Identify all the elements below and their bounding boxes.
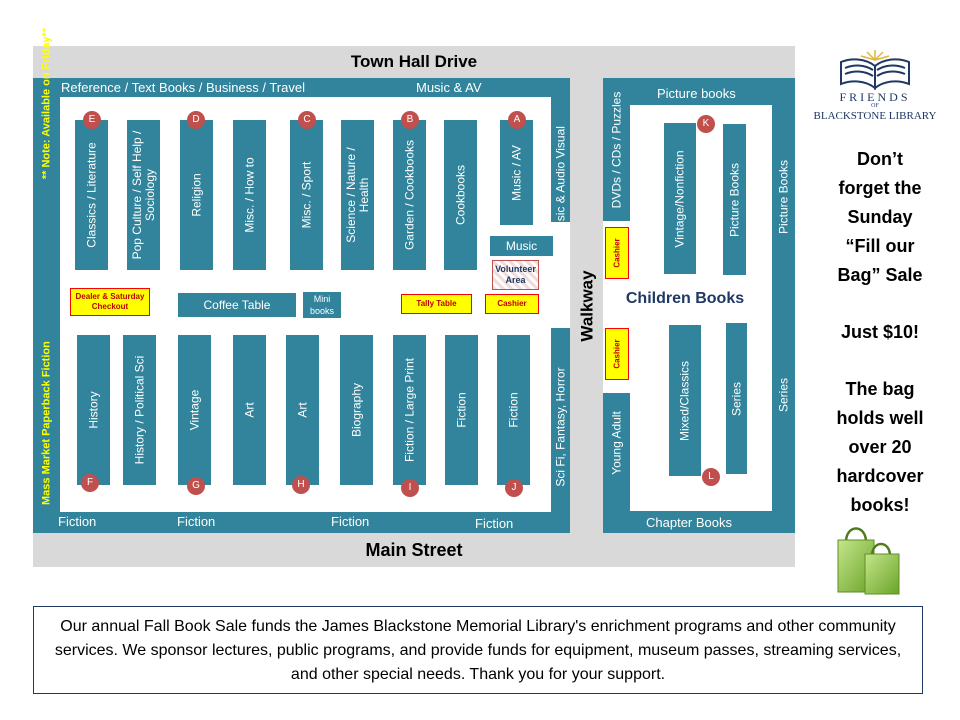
shelf-art-1: Art [233,335,266,485]
friends-logo: FRIENDS OF BLACKSTONE LIBRARY [800,48,950,128]
logo-of: OF [871,103,879,109]
shelf-misc-sport: Misc. / Sport [290,120,323,270]
tally-table: Tally Table [401,294,472,314]
badge-f: F [81,474,99,492]
badge-e: E [83,111,101,129]
badge-j: J [505,479,523,497]
promo-line-4: “Fill our [845,236,915,256]
shelf-misc-how-to: Misc. / How to [233,120,266,270]
children-left-wall-top: DVDs / CDs / Puzzles [603,78,630,221]
shopping-bag-icon [837,527,900,595]
badge-k: K [697,115,715,133]
town-hall-drive-label: Town Hall Drive [350,52,478,71]
dvds-label: DVDs / CDs / Puzzles [609,91,623,209]
town-hall-drive: Town Hall Drive [33,46,795,78]
shelf-fiction-2: Fiction [497,335,530,485]
shelf-biography: Biography [340,335,373,485]
main-room-top-wall: Reference / Text Books / Business / Trav… [33,78,570,97]
fiction-edge-2: Fiction [177,514,216,529]
promo-line-5: Bag” Sale [837,265,923,285]
picture-books-top-label: Picture books [657,86,736,101]
badge-a: A [508,111,526,129]
reference-label: Reference / Text Books / Business / Trav… [61,80,305,95]
badge-c: C [298,111,316,129]
shelf-vintage-nonfiction: Vintage/Nonfiction [664,123,696,274]
shelf-religion: Religion [180,120,213,270]
fiction-edge-4: Fiction [475,516,514,531]
badge-d: D [187,111,205,129]
shelf-history: History [77,335,110,485]
badge-i: I [401,479,419,497]
badge-g: G [187,477,205,495]
shelf-pop-culture: Pop Culture / Self Help / Sociology [127,120,160,270]
walkway-label: Walkway [577,269,596,342]
volunteer-area: Volunteer Area [492,260,539,290]
footer-text: Our annual Fall Book Sale funds the Jame… [54,618,902,683]
children-cashier-top: Cashier [605,227,629,279]
badge-h: H [292,476,310,494]
footer-box: Our annual Fall Book Sale funds the Jame… [33,606,923,694]
children-books-title: Children Books [625,290,745,307]
promo-line-10: books! [850,495,910,515]
series-right-label: Series [776,377,790,413]
promo-line-2: forget the [838,178,922,198]
shelf-art-2: Art [286,335,319,485]
promo-line-9: hardcover [836,466,924,486]
shelf-fiction-1: Fiction [445,335,478,485]
children-right-wall: Picture Books Series [772,78,795,533]
main-room-divider [551,222,570,328]
shelf-vintage: Vintage [178,335,211,485]
mass-market-text: Mass Market Paperback Fiction [40,340,52,505]
fiction-edge-3: Fiction [331,514,370,529]
fiction-edge-1: Fiction [58,514,97,529]
shelf-cookbooks: Cookbooks [444,120,477,270]
shelf-series: Series [726,323,747,474]
friday-note: ** Note: Available on Friday** [40,27,52,179]
main-room-bottom-wall: Fiction Fiction Fiction Fiction [33,512,570,533]
dealer-checkout: Dealer & Saturday Checkout [70,288,150,316]
mini-books: Mini books [303,292,341,318]
promo-line-7: holds well [836,408,924,428]
music-av-label: Music & AV [416,80,482,95]
shelf-mixed-classics: Mixed/Classics [669,325,701,476]
shelf-fiction-large-print: Fiction / Large Print [393,335,426,485]
coffee-table: Coffee Table [178,293,296,317]
shelf-science: Science / Nature / Health [341,120,374,270]
main-street: Main Street [33,533,795,567]
shelf-picture-books: Picture Books [723,124,746,275]
shelf-history-political: History / Political Sci [123,335,156,485]
fill-our-bag-promo: Don’t forget the Sunday “Fill our Bag” S… [805,145,955,520]
mass-market-label: Mass Market Paperback Fiction ** Note: A… [40,27,53,505]
picture-books-right-label: Picture Books [776,159,790,235]
shelf-classics: Classics / Literature [75,120,108,270]
promo-line-3: Sunday [847,207,913,227]
music-table: Music [490,236,553,256]
children-top-wall: Picture books [603,78,795,105]
shelf-music-av: Music / AV [500,120,533,225]
children-cashier-bottom: Cashier [605,328,629,380]
cashier-main: Cashier [485,294,539,314]
children-bottom-wall: Chapter Books [603,511,795,533]
shelf-garden: Garden / Cookbooks [393,120,426,270]
open-book-icon [840,50,910,90]
badge-b: B [401,111,419,129]
promo-line-6: The bag [845,379,915,399]
promo-line-1: Don’t [857,149,903,169]
main-street-label: Main Street [365,540,463,560]
logo-friends: FRIENDS [839,90,911,104]
promo-price: Just $10! [840,322,920,342]
promo-line-8: over 20 [848,437,912,457]
badge-l: L [702,468,720,486]
walkway: Walkway [570,78,603,533]
scifi-label: Sci Fi, Fantasy, Horror [553,367,567,487]
main-room-left-wall: Mass Market Paperback Fiction ** Note: A… [33,27,60,512]
young-adult-label: Young Adult [609,411,623,475]
chapter-books-label: Chapter Books [646,515,732,530]
logo-blackstone: BLACKSTONE LIBRARY [813,110,937,122]
children-left-wall-bottom: Young Adult [603,393,630,533]
